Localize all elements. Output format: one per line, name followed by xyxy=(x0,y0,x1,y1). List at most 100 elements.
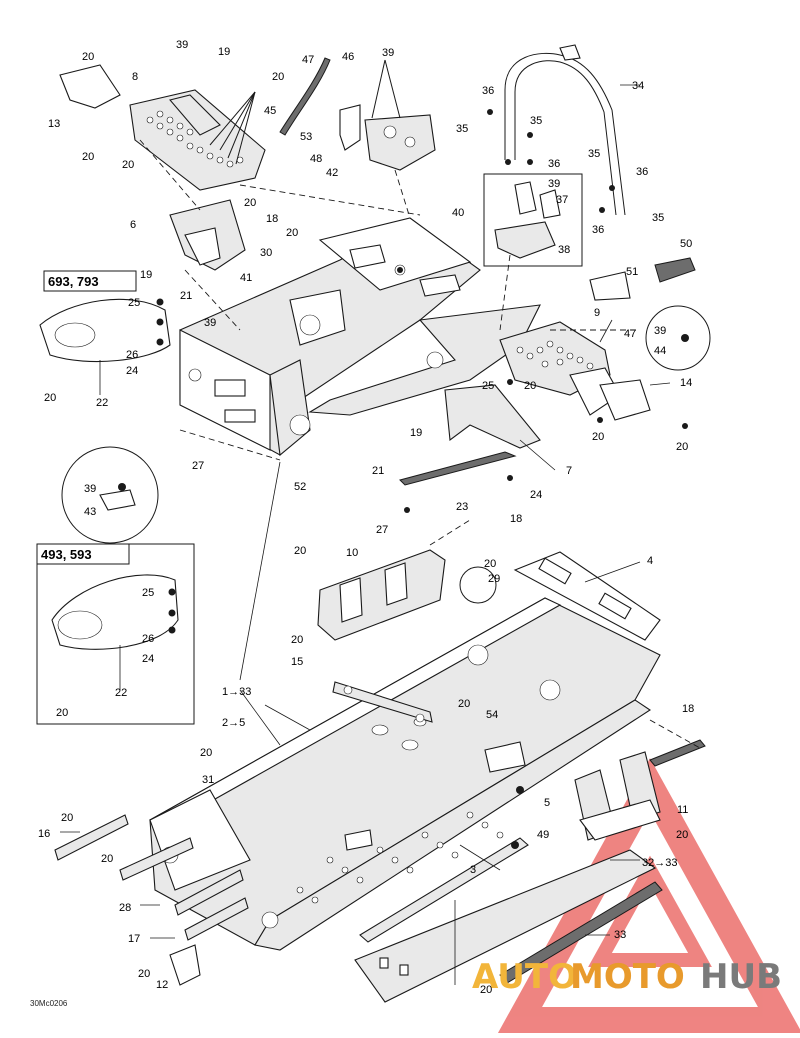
callout-label: 25 xyxy=(128,297,140,309)
callout-label: 4 xyxy=(647,555,653,567)
detail-circle-44 xyxy=(645,305,711,371)
top-plate-4 xyxy=(513,551,661,641)
rails-and-runners xyxy=(54,814,663,986)
callout-label: 18 xyxy=(266,213,278,225)
callout-label: 39 xyxy=(548,178,560,190)
callout-label: 51 xyxy=(626,266,638,278)
callout-label: 8 xyxy=(132,71,138,83)
callout-label: 20 xyxy=(200,747,212,759)
steering-brackets xyxy=(169,199,541,486)
callout-label: 15 xyxy=(291,656,303,668)
callout-label: 20 xyxy=(44,392,56,404)
callout-label: 36 xyxy=(592,224,604,236)
callout-label: 32→33 xyxy=(642,857,677,869)
callout-labels: 20 39 19 8 20 13 20 20 47 46 45 53 48 39… xyxy=(38,39,694,996)
variant-box-lower xyxy=(36,543,195,725)
callout-label: 42 xyxy=(326,167,338,179)
callout-label: 31 xyxy=(202,774,214,786)
front-frame-assembly xyxy=(179,217,541,457)
callout-label: 5 xyxy=(544,797,550,809)
callout-label: 22 xyxy=(96,397,108,409)
footrest-bracket-left xyxy=(59,64,266,191)
callout-label: 48 xyxy=(310,153,322,165)
callout-label: 20 xyxy=(676,441,688,453)
callout-label: 20 xyxy=(480,984,492,996)
callout-label: 20 xyxy=(82,151,94,163)
cross-rail-15 xyxy=(332,681,433,723)
callout-label: 35 xyxy=(530,115,542,127)
callout-label: 24 xyxy=(126,365,138,377)
callout-label: 20 xyxy=(272,71,284,83)
callout-label: 50 xyxy=(680,238,692,250)
watermark-part-2: MOTO xyxy=(570,957,685,997)
rear-bumper-loop xyxy=(504,44,626,216)
callout-label: 21 xyxy=(372,465,384,477)
callout-label: 10 xyxy=(346,547,358,559)
callout-label: 38 xyxy=(558,244,570,256)
callout-label: 20 xyxy=(294,545,306,557)
callout-label: 13 xyxy=(48,118,60,130)
callout-label: 36 xyxy=(482,85,494,97)
callout-label: 12 xyxy=(156,979,168,991)
callout-label: 2→5 xyxy=(222,717,245,729)
callout-label: 20 xyxy=(138,968,150,980)
variant-tag-lower xyxy=(36,543,130,565)
callout-label: 24 xyxy=(530,489,542,501)
callout-label: 26 xyxy=(142,633,154,645)
callout-label: 46 xyxy=(342,51,354,63)
callout-label: 49 xyxy=(537,829,549,841)
callout-label: 7 xyxy=(566,465,572,477)
callout-label: 53 xyxy=(300,131,312,143)
callout-label: 26 xyxy=(126,349,138,361)
frame-part-10 xyxy=(317,549,446,641)
callout-label: 47 xyxy=(624,328,636,340)
callout-label: 54 xyxy=(486,709,498,721)
callout-label: 40 xyxy=(452,207,464,219)
callout-label: 29 xyxy=(488,573,500,585)
bottom-skid-plate xyxy=(354,849,657,1003)
callout-label: 20 xyxy=(458,698,470,710)
callout-label: 35 xyxy=(588,148,600,160)
callout-label: 18 xyxy=(682,703,694,715)
callout-label: 20 xyxy=(82,51,94,63)
variant-plate-upper xyxy=(39,298,171,363)
mount-bracket-11 xyxy=(574,739,706,841)
callout-label: 1→33 xyxy=(222,686,251,698)
callout-label: 34 xyxy=(632,80,644,92)
detail-circle-29 xyxy=(459,566,497,604)
callout-label: 25 xyxy=(482,380,494,392)
callout-label: 17 xyxy=(128,933,140,945)
callout-label: 37 xyxy=(556,194,568,206)
callout-label: 19 xyxy=(218,46,230,58)
callout-label: 20 xyxy=(592,431,604,443)
document-code: 30Mc0206 xyxy=(30,999,68,1008)
callout-label: 20 xyxy=(122,159,134,171)
watermark-part-3: HUB xyxy=(700,957,782,997)
callout-label: 20 xyxy=(56,707,68,719)
callout-label: 35 xyxy=(456,123,468,135)
callout-label: 18 xyxy=(510,513,522,525)
explode-lines xyxy=(139,139,701,749)
callout-label: 20 xyxy=(61,812,73,824)
callout-label: 39 xyxy=(382,47,394,59)
callout-label: 28 xyxy=(119,902,131,914)
callout-label: 23 xyxy=(456,501,468,513)
watermark-part-1: AUTO xyxy=(472,957,577,997)
callout-label: 52 xyxy=(294,481,306,493)
callout-label: 20 xyxy=(244,197,256,209)
callout-label: 39 xyxy=(84,483,96,495)
callout-label: 20 xyxy=(676,829,688,841)
callout-label: 3 xyxy=(470,864,476,876)
callout-label: 9 xyxy=(594,307,600,319)
variant-label-lower: 493, 593 xyxy=(41,547,92,562)
callout-label: 24 xyxy=(142,653,154,665)
variant-tag-upper xyxy=(43,270,137,292)
callout-label: 33 xyxy=(614,929,626,941)
callout-label: 47 xyxy=(302,54,314,66)
callout-label: 16 xyxy=(38,828,50,840)
callout-label: 20 xyxy=(484,558,496,570)
callout-label: 45 xyxy=(264,105,276,117)
callout-label: 19 xyxy=(140,269,152,281)
callout-label: 39 xyxy=(654,325,666,337)
